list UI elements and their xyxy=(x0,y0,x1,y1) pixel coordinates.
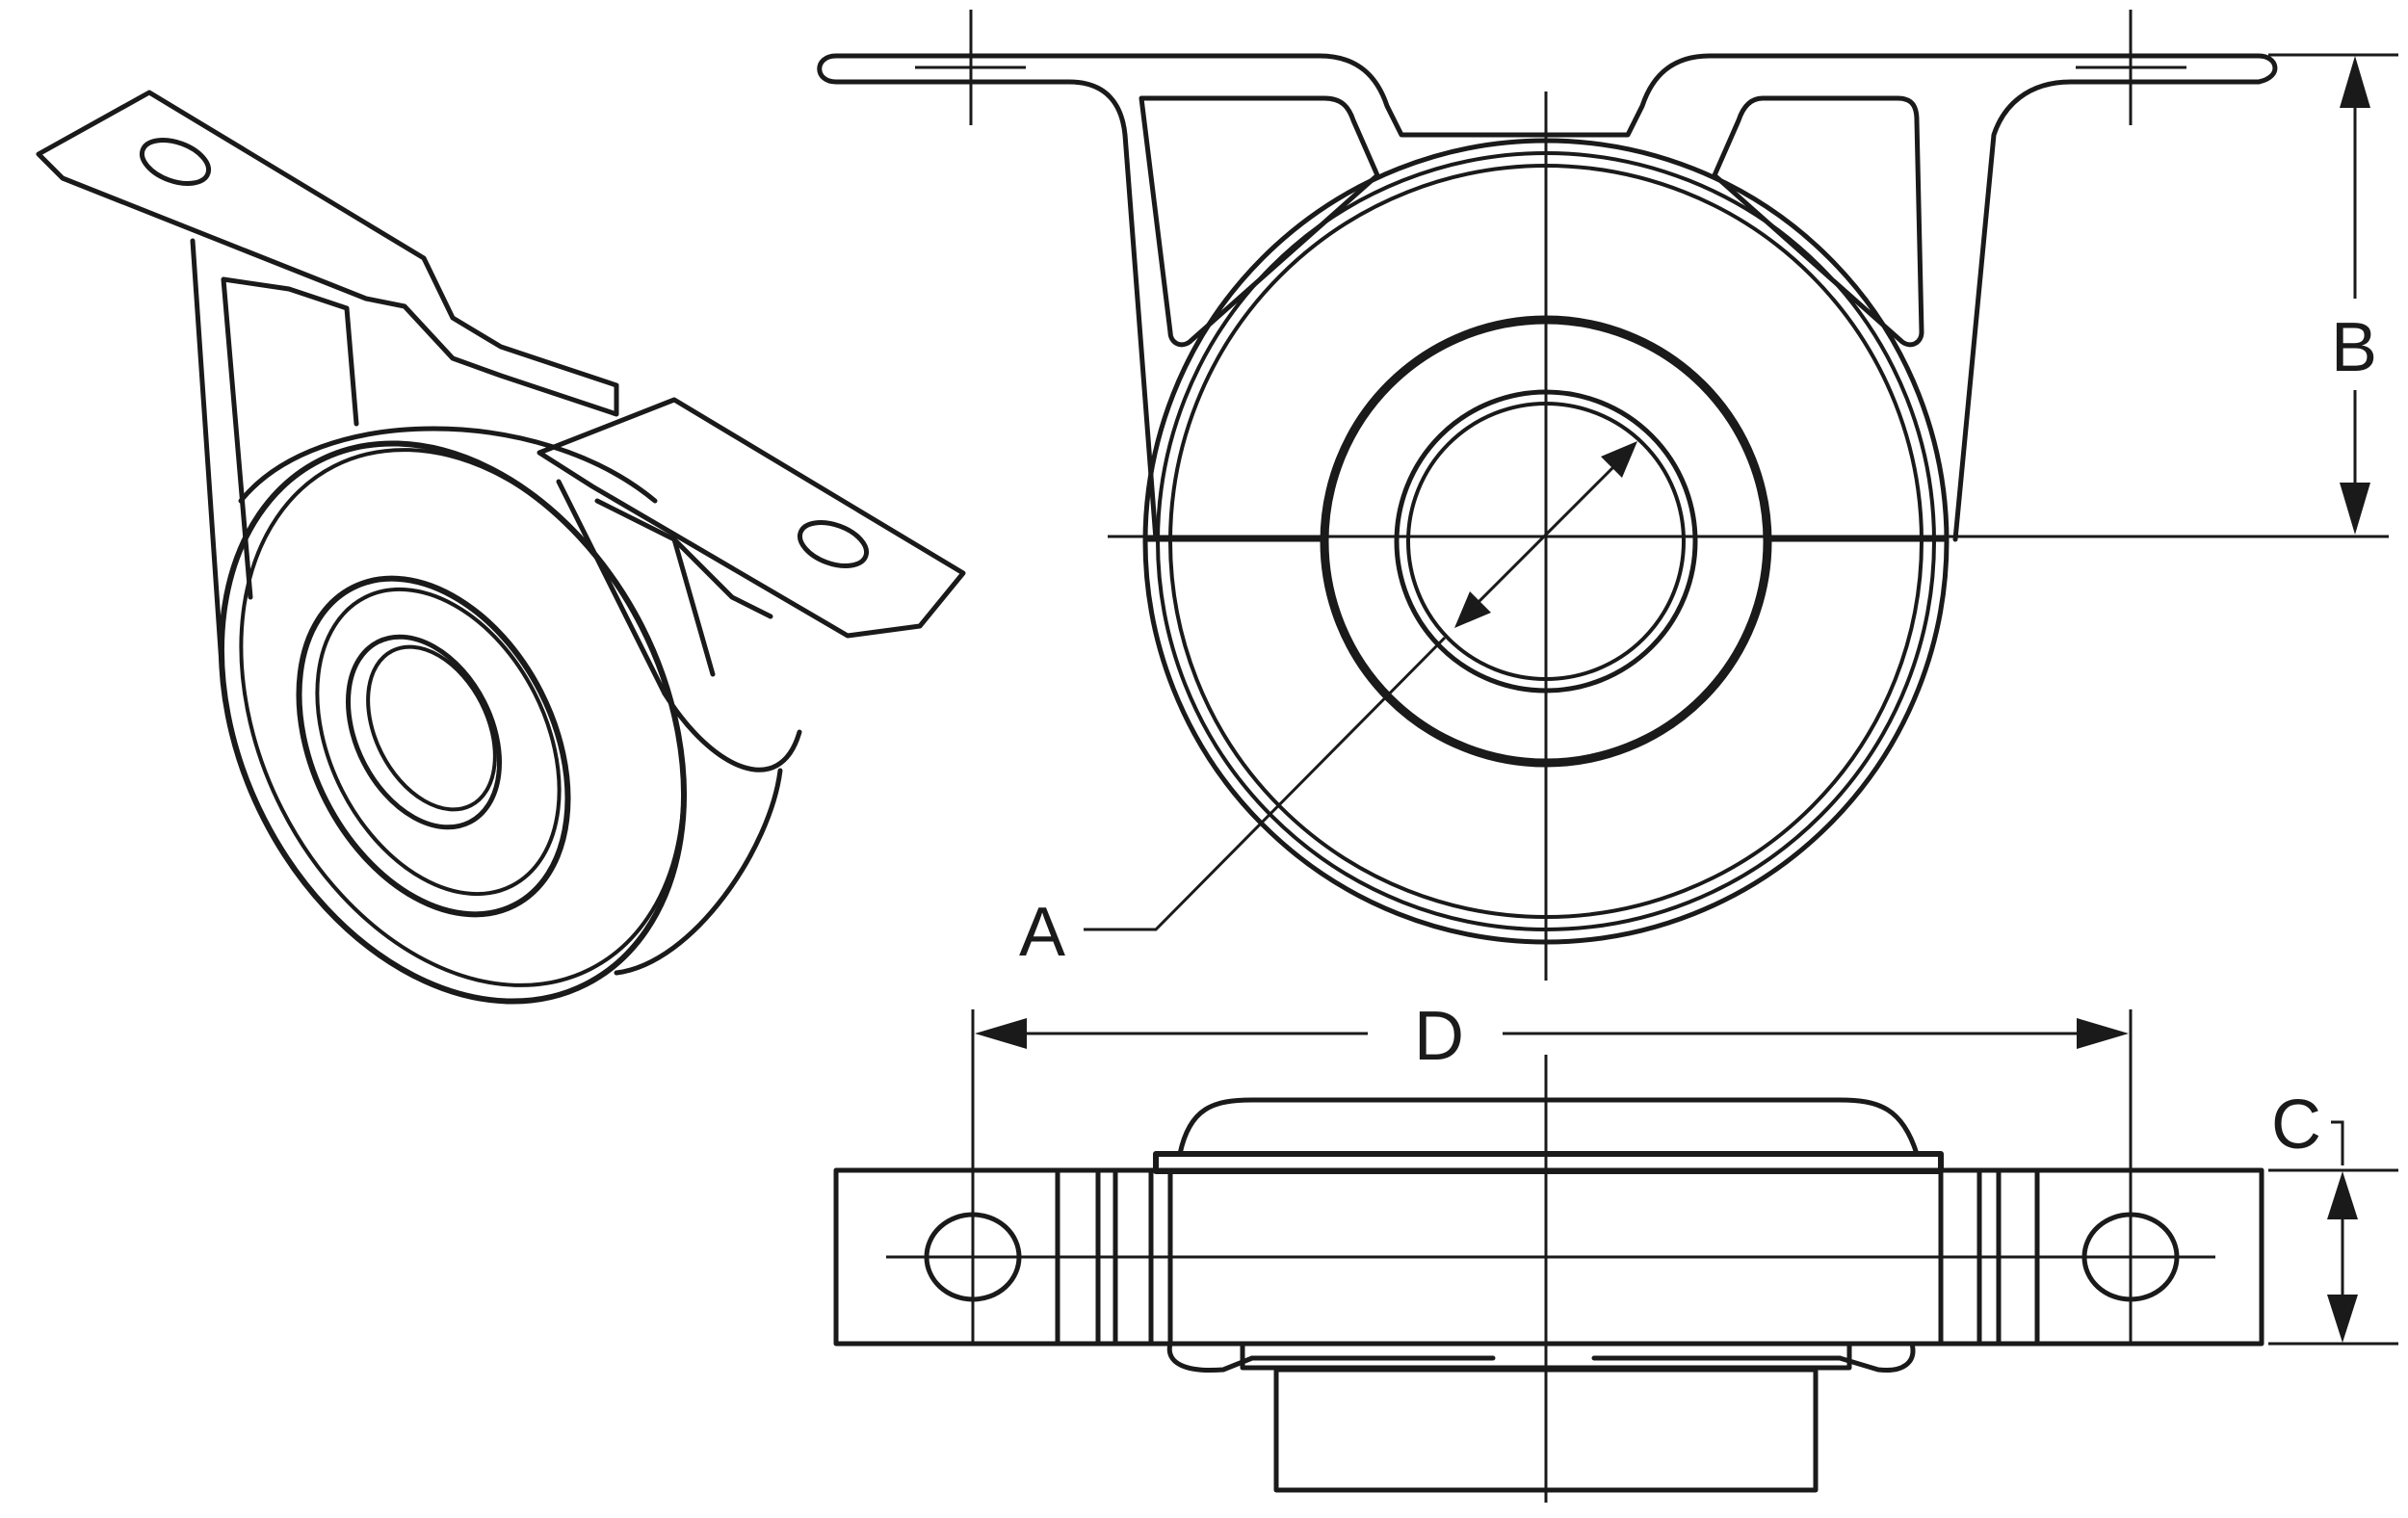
dim-c-arrow-top xyxy=(2327,1171,2358,1219)
bottom-housing-dome xyxy=(1177,1097,1920,1157)
dim-d-arrow-left xyxy=(975,1018,1027,1049)
dim-b-arrow-top xyxy=(2340,56,2370,108)
dimension-d: D xyxy=(971,998,2133,1344)
front-left-gusset xyxy=(1139,95,1380,348)
dim-d-label: D xyxy=(1414,998,1464,1075)
dim-b-label-gap xyxy=(2326,299,2384,390)
bottom-clip-right xyxy=(1837,1341,1916,1374)
bottom-view xyxy=(833,1055,2264,1503)
dim-b-arrow-bottom xyxy=(2340,483,2370,535)
iso-left-bracket xyxy=(190,238,359,667)
iso-left-flange xyxy=(36,90,619,417)
iso-housing-rim xyxy=(239,448,686,987)
dim-c-label: C xyxy=(2271,1086,2321,1164)
iso-right-bolt-hole xyxy=(797,520,870,568)
iso-housing-back xyxy=(238,426,802,976)
dim-a-line xyxy=(1460,449,1632,620)
dimension-b: B xyxy=(2268,53,2398,535)
front-bracket-outline xyxy=(817,53,2278,542)
dim-a-arrow-bottom xyxy=(1454,591,1491,628)
dim-d-arrow-right xyxy=(2077,1018,2129,1049)
dimension-c: C xyxy=(2268,1086,2398,1346)
dim-a-leader xyxy=(1084,636,1447,931)
front-view xyxy=(817,10,2389,981)
iso-bearing-bore xyxy=(345,634,503,830)
bottom-housing-band xyxy=(1153,1151,1944,1174)
isometric-view xyxy=(36,90,966,1005)
bottom-clip-left xyxy=(1166,1341,1255,1374)
iso-left-bolt-hole xyxy=(139,138,212,186)
dim-a-arrow-top xyxy=(1601,441,1637,478)
dim-a-label: A xyxy=(1019,894,1065,971)
dim-c-leader xyxy=(2331,1120,2344,1165)
iso-bearing-bore-inner xyxy=(366,644,497,812)
iso-right-flange xyxy=(537,397,966,639)
dim-c-arrow-bottom xyxy=(2327,1295,2358,1343)
iso-inner-ring xyxy=(296,575,571,918)
iso-right-bracket xyxy=(556,479,773,696)
dimension-a: A xyxy=(1019,441,1637,971)
iso-inner-ring-edge xyxy=(315,587,562,897)
front-right-gusset xyxy=(1712,95,1924,348)
dim-b-label: B xyxy=(2331,309,2377,386)
